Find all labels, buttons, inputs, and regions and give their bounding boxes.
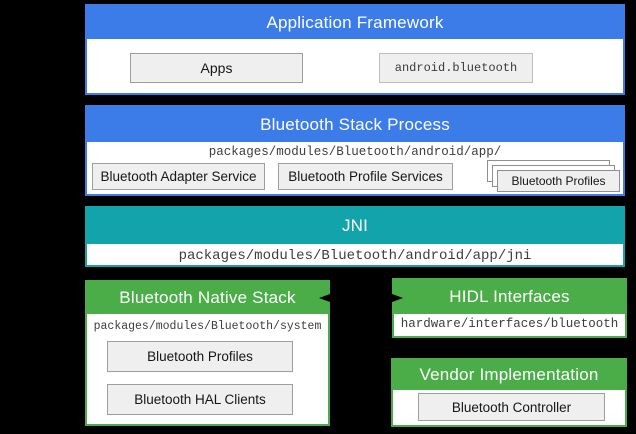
- apps-box: Apps: [130, 53, 303, 83]
- section-hidl-interfaces: HIDL Interfaces hardware/interfaces/blue…: [392, 278, 627, 338]
- bidirectional-arrow-icon: [319, 293, 403, 303]
- application-framework-title: Application Framework: [266, 12, 444, 32]
- bluetooth-stack-process-title: Bluetooth Stack Process: [260, 114, 450, 134]
- bluetooth-profile-services-box: Bluetooth Profile Services: [278, 163, 453, 190]
- stack-process-path: packages/modules/Bluetooth/android/app/: [208, 145, 502, 159]
- jni-header: JNI: [87, 208, 623, 244]
- hidl-interfaces-header: HIDL Interfaces: [394, 280, 625, 314]
- bluetooth-hal-clients-box: Bluetooth HAL Clients: [107, 384, 293, 415]
- bluetooth-native-stack-header: Bluetooth Native Stack: [87, 282, 328, 314]
- section-application-framework: Application Framework Apps android.bluet…: [85, 4, 625, 95]
- section-jni: JNI packages/modules/Bluetooth/android/a…: [85, 206, 625, 267]
- jni-path: packages/modules/Bluetooth/android/app/j…: [178, 248, 532, 264]
- application-framework-header: Application Framework: [87, 6, 623, 39]
- hidl-path: hardware/interfaces/bluetooth: [400, 317, 619, 331]
- native-bluetooth-profiles-box: Bluetooth Profiles: [107, 341, 293, 372]
- native-stack-path: packages/modules/Bluetooth/system: [93, 320, 322, 333]
- section-bluetooth-stack-process: Bluetooth Stack Process packages/modules…: [85, 105, 625, 196]
- hidl-interfaces-title: HIDL Interfaces: [449, 287, 570, 306]
- bluetooth-stack-process-header: Bluetooth Stack Process: [87, 107, 623, 142]
- section-vendor-implementation: Vendor Implementation Bluetooth Controll…: [391, 358, 627, 427]
- bluetooth-controller-box: Bluetooth Controller: [418, 393, 605, 421]
- bluetooth-adapter-service-box: Bluetooth Adapter Service: [92, 163, 265, 190]
- vendor-implementation-title: Vendor Implementation: [419, 365, 599, 384]
- bluetooth-native-stack-title: Bluetooth Native Stack: [119, 288, 296, 307]
- bluetooth-profiles-stack: Bluetooth Profiles: [487, 160, 621, 194]
- vendor-implementation-header: Vendor Implementation: [393, 360, 625, 390]
- jni-title: JNI: [341, 216, 369, 235]
- android-bluetooth-box: android.bluetooth: [379, 53, 533, 83]
- bluetooth-profiles-box: Bluetooth Profiles: [497, 170, 620, 192]
- section-bluetooth-native-stack: Bluetooth Native Stack packages/modules/…: [85, 280, 330, 426]
